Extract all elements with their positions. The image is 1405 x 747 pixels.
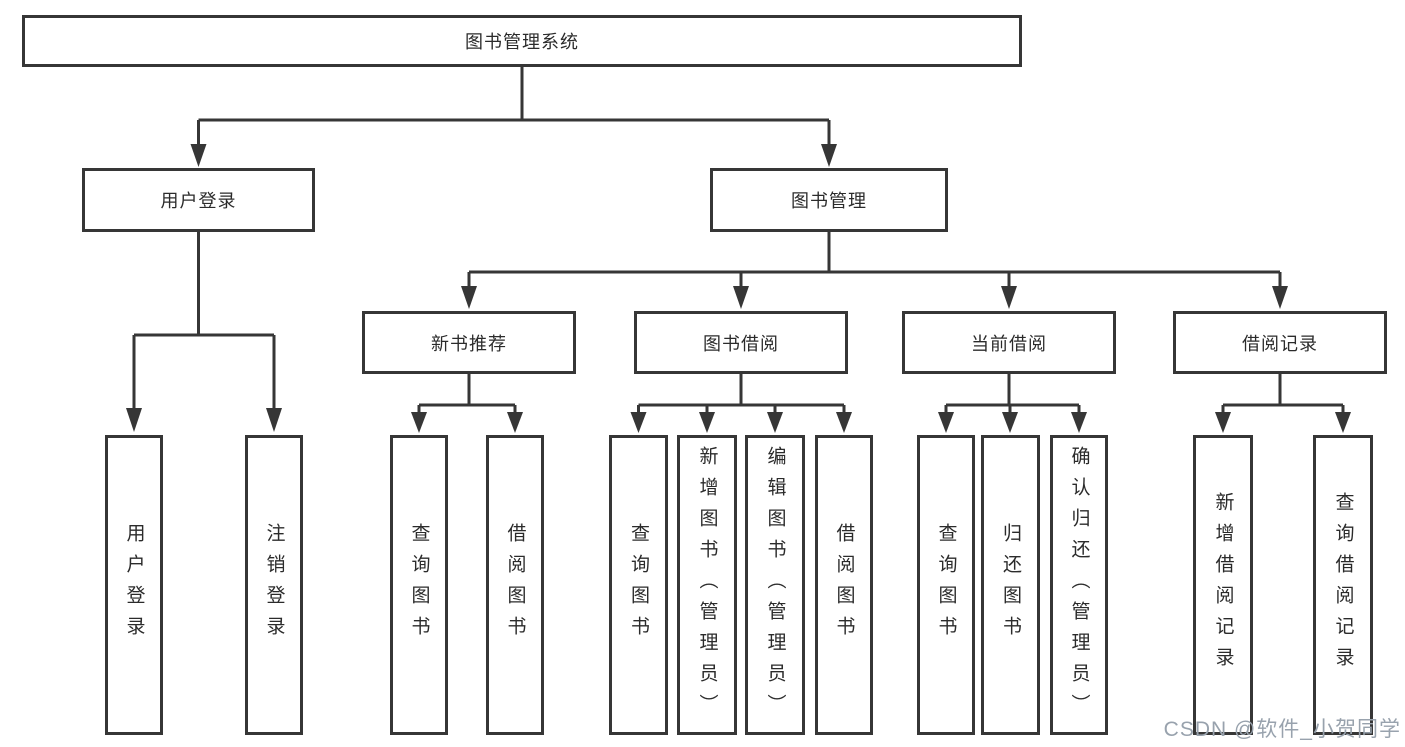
leaf-query-books-borrow-label: 查询图书 <box>628 523 649 647</box>
node-borrow-records: 借阅记录 <box>1173 311 1387 374</box>
leaf-query-borrow-record: 查询借阅记录 <box>1313 435 1373 735</box>
leaf-return-books-label: 归还图书 <box>1000 523 1021 647</box>
arrowheads-user-login-leaves <box>126 408 282 432</box>
connector-current-borrow-to-leaves <box>944 374 1081 414</box>
leaf-add-books-admin: 新增图书（管理员） <box>677 435 737 735</box>
leaf-user-login: 用户登录 <box>105 435 163 735</box>
leaf-query-books-recommend-label: 查询图书 <box>408 523 430 647</box>
leaf-add-borrow-record-label: 新增借阅记录 <box>1212 492 1234 678</box>
connector-new-book-recommend-to-leaves <box>417 374 517 414</box>
leaf-add-books-admin-label: 新增图书（管理员） <box>696 445 718 725</box>
leaf-logout: 注销登录 <box>245 435 303 735</box>
leaf-add-borrow-record: 新增借阅记录 <box>1193 435 1253 735</box>
leaf-edit-books-admin-label: 编辑图书（管理员） <box>764 445 786 725</box>
arrowheads-level3 <box>461 286 1288 309</box>
connector-borrow-records-to-leaves <box>1221 374 1345 414</box>
leaf-return-books: 归还图书 <box>981 435 1040 735</box>
leaf-query-books-current-label: 查询图书 <box>935 523 957 647</box>
arrowheads-new-book-recommend-leaves <box>411 412 523 433</box>
leaf-borrow-books-recommend-label: 借阅图书 <box>504 523 526 647</box>
leaf-edit-books-admin: 编辑图书（管理员） <box>745 435 805 735</box>
connector-root-to-level2 <box>197 67 831 146</box>
leaf-query-borrow-record-label: 查询借阅记录 <box>1332 492 1354 678</box>
leaf-confirm-return-admin: 确认归还（管理员） <box>1050 435 1108 735</box>
leaf-borrow-books-recommend: 借阅图书 <box>486 435 544 735</box>
node-user-login: 用户登录 <box>82 168 315 232</box>
node-new-book-recommend: 新书推荐 <box>362 311 576 374</box>
arrowheads-book-borrow-leaves <box>630 412 852 433</box>
leaf-user-login-label: 用户登录 <box>123 523 145 647</box>
leaf-logout-label: 注销登录 <box>263 523 285 647</box>
node-book-management: 图书管理 <box>710 168 948 232</box>
leaf-borrow-books: 借阅图书 <box>815 435 873 735</box>
connector-book-borrow-to-leaves <box>637 374 846 414</box>
leaf-query-books-current: 查询图书 <box>917 435 975 735</box>
leaf-query-books-recommend: 查询图书 <box>390 435 448 735</box>
arrowheads-current-borrow-leaves <box>938 412 1087 433</box>
node-current-borrow: 当前借阅 <box>902 311 1116 374</box>
arrowheads-borrow-records-leaves <box>1215 412 1351 433</box>
leaf-confirm-return-admin-label: 确认归还（管理员） <box>1068 445 1090 725</box>
leaf-query-books-borrow: 查询图书 <box>609 435 668 735</box>
node-book-borrow: 图书借阅 <box>634 311 848 374</box>
watermark: CSDN @软件_小贺同学 <box>1163 718 1401 741</box>
arrowheads-level2 <box>190 144 837 167</box>
node-library-management-system: 图书管理系统 <box>22 15 1022 67</box>
leaf-borrow-books-label: 借阅图书 <box>833 523 855 647</box>
connector-user-login-to-leaves <box>132 232 276 410</box>
connector-book-management-to-level3 <box>467 232 1282 288</box>
